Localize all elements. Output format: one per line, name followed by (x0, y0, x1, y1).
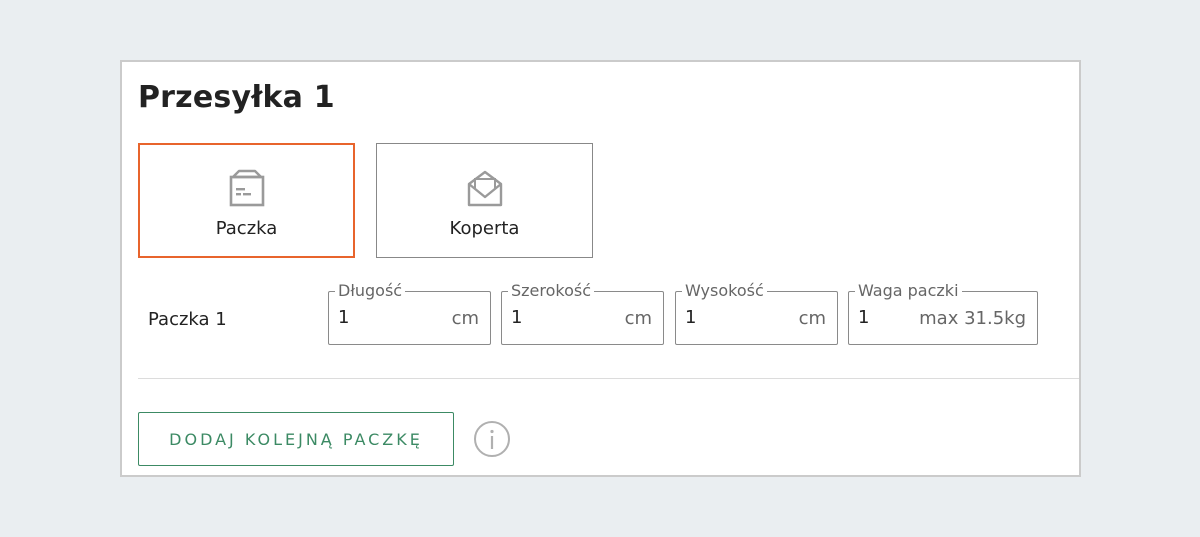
field-unit: cm (451, 308, 479, 329)
weight-input[interactable] (858, 307, 908, 328)
height-field[interactable]: Wysokość cm (675, 281, 838, 345)
shipment-card: Przesyłka 1 Paczka Koperta Paczka 1 Dług… (120, 60, 1081, 477)
divider (138, 378, 1079, 379)
type-tile-label: Paczka (215, 218, 278, 239)
length-input[interactable] (338, 307, 418, 328)
envelope-icon (467, 170, 502, 207)
field-unit: cm (798, 308, 826, 329)
field-unit: cm (624, 308, 652, 329)
shipment-title: Przesyłka 1 (138, 80, 335, 115)
package-icon (229, 169, 264, 207)
info-icon[interactable] (473, 420, 511, 458)
type-tile-envelope[interactable]: Koperta (376, 143, 593, 258)
parcel-row-label: Paczka 1 (148, 309, 227, 330)
type-tile-label: Koperta (449, 218, 520, 239)
weight-field[interactable]: Waga paczki max 31.5kg (848, 281, 1038, 345)
height-input[interactable] (685, 307, 765, 328)
width-field[interactable]: Szerokość cm (501, 281, 664, 345)
field-legend: Długość (335, 281, 406, 301)
type-tile-package[interactable]: Paczka (138, 143, 355, 258)
field-legend: Wysokość (682, 281, 767, 301)
width-input[interactable] (511, 307, 591, 328)
add-parcel-button[interactable]: DODAJ KOLEJNĄ PACZKĘ (138, 412, 454, 466)
field-legend: Waga paczki (855, 281, 962, 301)
length-field[interactable]: Długość cm (328, 281, 491, 345)
field-unit: max 31.5kg (919, 308, 1026, 329)
field-legend: Szerokość (508, 281, 595, 301)
